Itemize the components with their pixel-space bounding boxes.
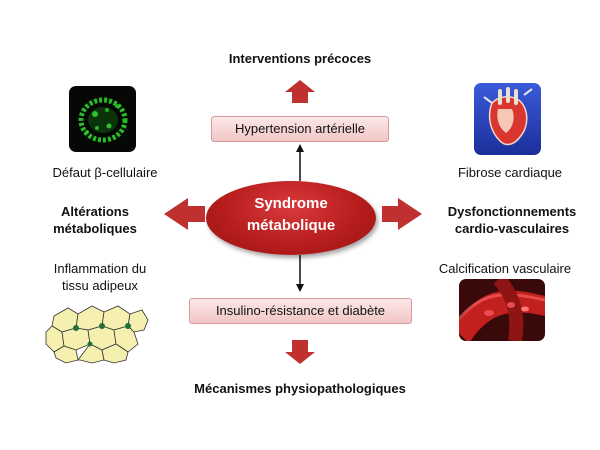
left-label-line2: métaboliques xyxy=(53,221,137,236)
adipose-tissue-illustration xyxy=(44,296,152,364)
left-label: Altérations métaboliques xyxy=(30,203,160,237)
insulin-resistance-box: Insulino-résistance et diabète xyxy=(189,298,412,324)
top-label: Interventions précoces xyxy=(228,51,372,66)
arrow-right-red xyxy=(382,198,422,230)
right-label-line1: Dysfonctionnements xyxy=(447,204,577,219)
bottom-label: Mécanismes physiopathologiques xyxy=(194,381,406,396)
adipose-caption-line1: Inflammation du xyxy=(53,261,147,276)
center-title-line1: Syndrome xyxy=(254,195,328,212)
vascular-calcification-image xyxy=(459,279,545,341)
heart-fibrosis-caption: Fibrose cardiaque xyxy=(457,165,563,180)
beta-cell-caption: Défaut β-cellulaire xyxy=(52,165,158,180)
beta-cell-microscopy-image xyxy=(69,86,136,152)
vascular-calcification-caption: Calcification vasculaire xyxy=(438,261,572,276)
arrow-left-red xyxy=(164,198,205,230)
left-label-line1: Altérations xyxy=(61,204,129,219)
right-label: Dysfonctionnements cardio-vasculaires xyxy=(432,203,592,237)
center-title: Syndrome métabolique xyxy=(206,193,376,237)
hypertension-box: Hypertension artérielle xyxy=(211,116,389,142)
adipose-caption-line2: tissu adipeux xyxy=(62,278,138,293)
center-title-line2: métabolique xyxy=(246,217,336,234)
arrow-down-black xyxy=(296,284,304,292)
heart-fibrosis-image xyxy=(474,83,541,155)
arrow-up-red xyxy=(285,80,315,103)
adipose-caption: Inflammation du tissu adipeux xyxy=(35,260,165,294)
arrow-down-red xyxy=(285,340,315,364)
arrow-up-black xyxy=(296,144,304,152)
right-label-line2: cardio-vasculaires xyxy=(454,221,570,236)
center-ellipse xyxy=(206,181,376,255)
